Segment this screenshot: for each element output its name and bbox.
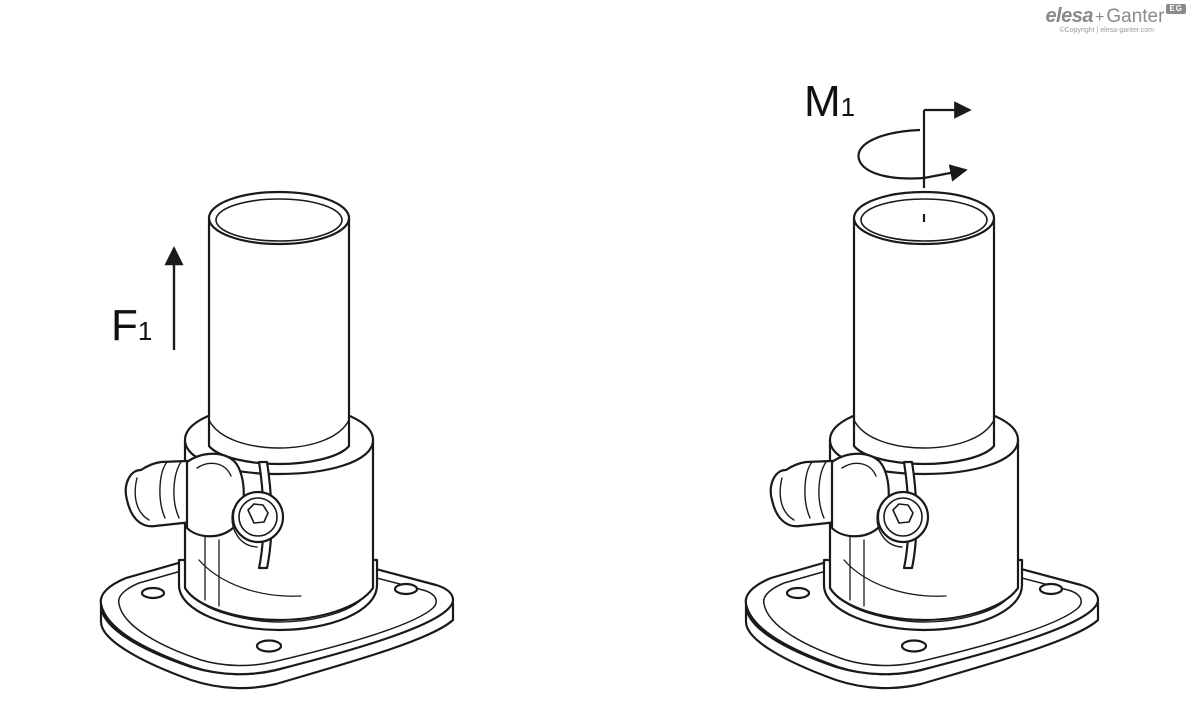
force-label-subscript: 1 (137, 316, 153, 346)
clamp-figure-right (744, 190, 1100, 690)
moment-arrow (857, 101, 972, 222)
brand-name-a: elesa (1045, 5, 1093, 27)
force-label-symbol: F (111, 301, 138, 350)
moment-label-subscript: 1 (840, 92, 856, 122)
brand-badge: EG (1166, 4, 1186, 14)
brand-plus: + (1095, 9, 1105, 26)
brand-name-b: Ganter (1106, 6, 1165, 27)
brand-copyright: ©Copyright | elesa-ganter.com (1059, 27, 1154, 34)
force-label: F1 (111, 304, 152, 348)
moment-label-symbol: M (804, 77, 841, 126)
moment-label: M1 (804, 80, 855, 124)
clamp-figure-left (99, 190, 455, 690)
